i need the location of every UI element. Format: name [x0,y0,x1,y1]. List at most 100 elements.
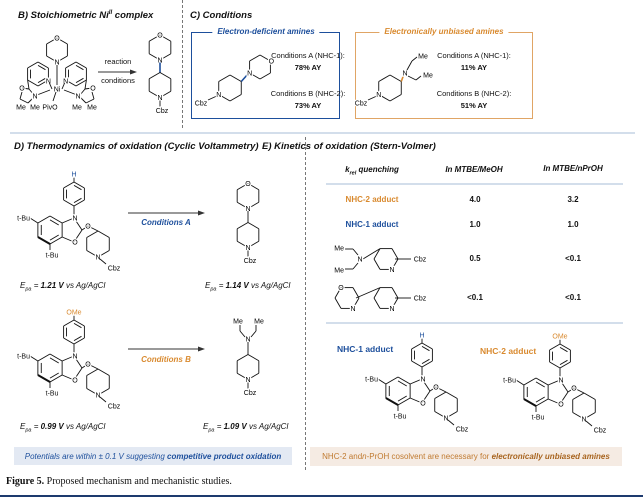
atom-label-me: Me [72,105,82,112]
bond [37,236,51,245]
bond [37,236,51,245]
bond [87,363,99,370]
atom-label-me: Me [254,319,264,326]
row-value: <0.1 [565,254,581,263]
divider-vertical-bottom [305,137,306,470]
bond [84,87,93,90]
bond [547,398,561,405]
row-value: 4.0 [469,195,481,204]
atom-label-o: O [338,285,344,292]
table-bottom-rule [326,322,623,324]
bond [61,82,66,90]
bond [247,372,260,380]
atom-label-n: N [75,94,80,101]
bond [52,91,57,102]
bond [49,219,59,226]
bond [535,381,545,388]
bond [523,398,537,407]
bond [535,398,549,407]
bond [247,201,260,209]
bond [421,360,433,368]
bond [37,215,51,224]
bond [583,412,596,420]
bond [61,374,75,381]
panel-d-title: D) Thermodynamics of oxidation (Cyclic V… [14,141,259,152]
atom-label-cbz: Cbz [414,296,427,303]
bond [447,419,455,426]
atom-label-n: N [72,354,77,361]
atom-label-o: O [571,386,577,393]
bond [567,387,575,393]
bond [352,297,360,309]
bond [46,55,58,63]
tbu-label: t-Bu [46,253,59,260]
bond [535,377,549,386]
bond [75,79,87,87]
bond [429,386,437,392]
bond [409,397,423,404]
bond [19,91,23,100]
bond [75,77,84,84]
bond [73,197,82,204]
bond [37,353,51,362]
bond [435,386,447,393]
bond [63,199,75,207]
atom-label-n: N [245,337,250,344]
box-title: Electron-deficient amines [212,27,320,36]
potential-nhc2-adduct: Epa = 0.99 V vs Ag/AgCl [20,422,106,434]
atom-label-o: O [72,240,78,247]
bond [99,396,107,403]
bond [159,90,172,98]
atom-label-n: N [95,255,100,262]
atom-label-me: Me [16,105,26,112]
atom-label-n: N [245,245,250,252]
yield-a: 78% AY [294,63,322,72]
bond [239,330,246,338]
bond [535,396,545,403]
header-krel: krel quenching [345,165,399,177]
panel-e-title: E) Kinetics of oxidation (Stern-Volmer) [262,141,436,152]
bond [81,363,89,369]
atom-label-cbz: Cbz [414,257,427,264]
row-value: 0.5 [469,254,481,263]
bond [352,262,359,270]
arrow-label-conditions: conditions [101,76,135,85]
bond [75,61,87,69]
yield-a: 11% AY [460,63,488,72]
bond [19,98,29,104]
potential-nhc1-adduct: Epa = 1.21 V vs Ag/AgCl [20,281,106,293]
atom-label-n: N [32,94,37,101]
bond [27,61,39,69]
electronically-unbiased-box: Electronically unbiased amines [355,27,533,119]
bond [559,343,571,351]
bond [75,64,84,71]
bond [148,53,161,61]
panel-c-title: C) Conditions [190,10,253,21]
row-value: 3.2 [567,195,579,204]
bond [247,222,260,230]
panel-e-note: NHC-2 and n-PrOH cosolvent are necessary… [310,447,622,466]
bond [391,258,399,270]
bond [48,82,53,90]
bond [334,287,342,299]
bond [49,236,63,245]
bond [49,234,59,241]
row-value: <0.1 [467,293,483,302]
nhc2-adduct-label: NHC-2 adduct [480,346,537,356]
bond [97,230,110,238]
bond [250,330,257,338]
bond [572,412,585,420]
atom-label-n: N [245,206,250,213]
bond [247,354,260,362]
panel-b-title: B) Stoichiometric NiII complex [18,10,154,22]
atom-label-o: O [85,362,91,369]
bond [355,287,381,299]
reaction-arrow-head [198,346,205,352]
bond [373,258,381,270]
bond [97,388,110,396]
atom-label-cbz: Cbz [244,258,257,265]
bond [36,89,51,96]
bond [373,287,381,299]
bond [73,319,85,327]
bond [397,380,407,387]
